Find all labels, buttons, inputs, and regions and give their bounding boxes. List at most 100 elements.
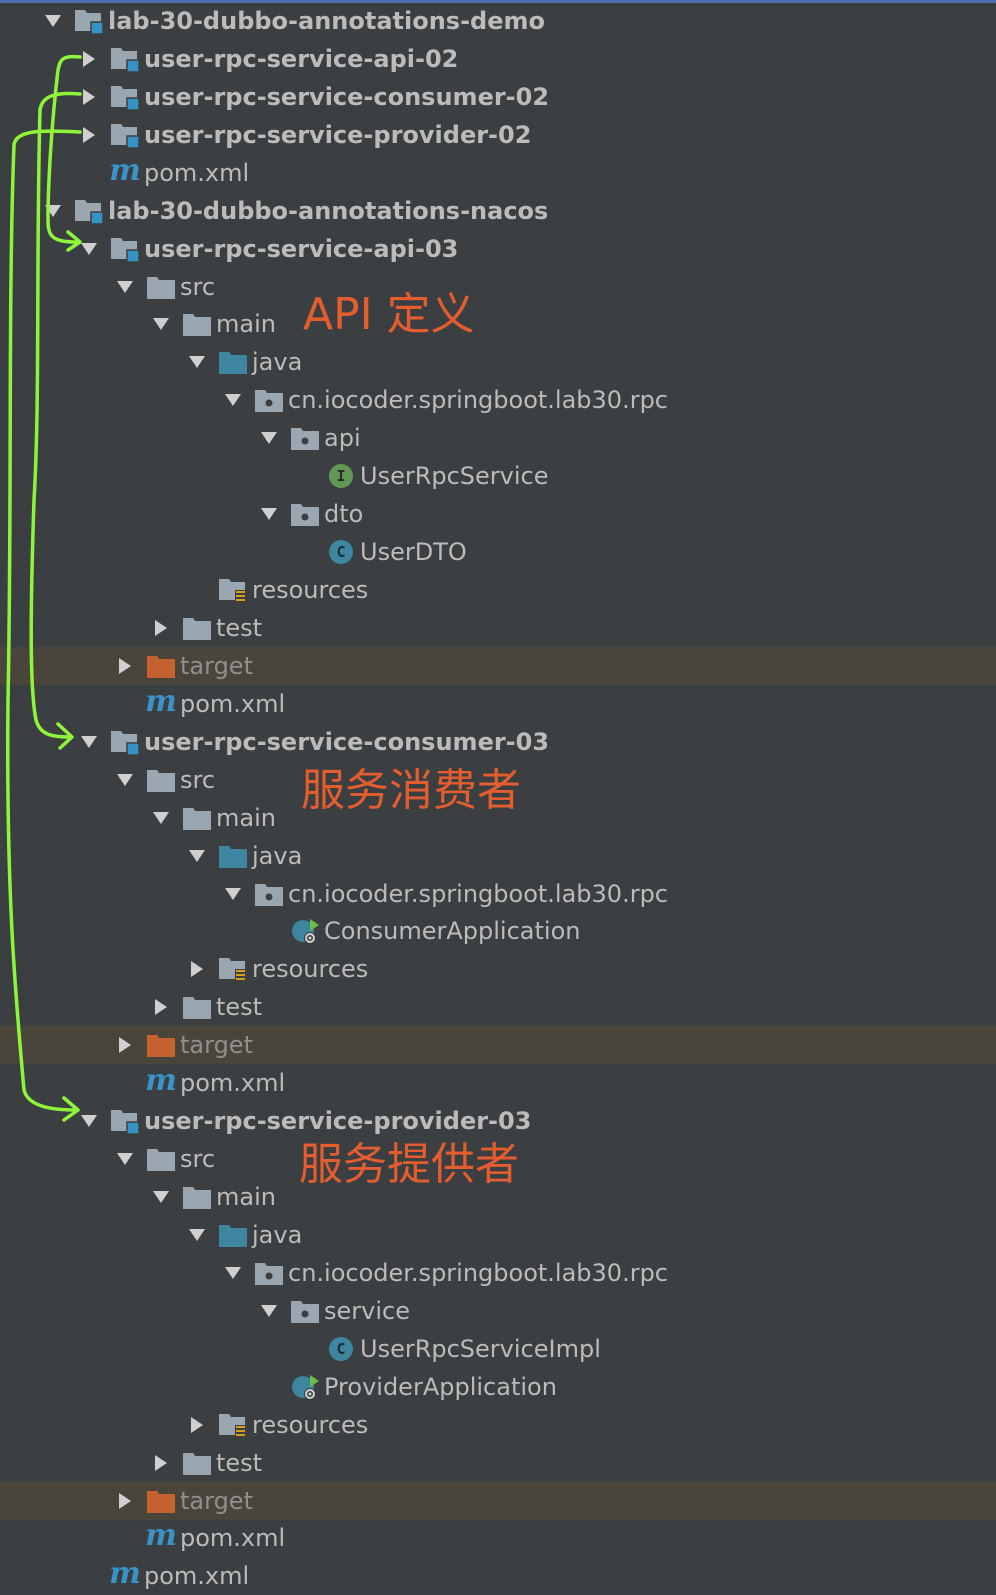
tree-row[interactable]: src — [0, 761, 996, 799]
tree-row[interactable]: java — [0, 1216, 996, 1254]
tree-row-label: test — [216, 993, 263, 1022]
annotation-service-provider: 服务提供者 — [299, 1139, 519, 1190]
tree-row[interactable]: test — [0, 609, 996, 647]
annotation-service-consumer: 服务消费者 — [301, 765, 521, 816]
tree-row[interactable]: resources — [0, 1406, 996, 1444]
tree-row[interactable]: main — [0, 799, 996, 837]
tree-row-label: main — [216, 310, 276, 339]
collapse-arrow-icon[interactable] — [76, 84, 102, 110]
tree-row-label: pom.xml — [144, 1562, 250, 1591]
folder-icon — [146, 765, 176, 795]
tree-row[interactable]: target — [0, 1026, 996, 1065]
package-icon — [254, 879, 284, 909]
collapse-arrow-icon[interactable] — [76, 122, 102, 148]
tree-row[interactable]: src — [0, 1140, 996, 1178]
expand-arrow-icon[interactable] — [184, 1222, 210, 1248]
collapse-arrow-icon[interactable] — [148, 615, 174, 641]
tree-row-label: user-rpc-service-provider-03 — [144, 1107, 532, 1136]
tree-row[interactable]: ProviderApplication — [0, 1368, 996, 1406]
expand-arrow-icon[interactable] — [112, 767, 138, 793]
expand-arrow-icon[interactable] — [76, 1108, 102, 1134]
expand-arrow-icon[interactable] — [148, 311, 174, 337]
expand-arrow-icon[interactable] — [112, 1146, 138, 1172]
expand-arrow-icon[interactable] — [76, 729, 102, 755]
expand-arrow-icon[interactable] — [112, 274, 138, 300]
tree-row[interactable]: user-rpc-service-api-02 — [0, 40, 996, 78]
collapse-arrow-icon[interactable] — [112, 653, 138, 679]
tree-row-label: cn.iocoder.springboot.lab30.rpc — [288, 879, 668, 908]
tree-row[interactable]: main — [0, 306, 996, 344]
module-folder-icon — [110, 727, 140, 757]
collapse-arrow-icon[interactable] — [184, 956, 210, 982]
collapse-arrow-icon[interactable] — [112, 1488, 138, 1514]
tree-row[interactable]: main — [0, 1178, 996, 1216]
maven-icon: m — [145, 683, 177, 719]
tree-row[interactable]: cn.iocoder.springboot.lab30.rpc — [0, 875, 996, 913]
tree-row-label: main — [216, 1183, 276, 1212]
tree-row-label: user-rpc-service-api-03 — [144, 234, 459, 263]
tree-row[interactable]: api — [0, 419, 996, 457]
tree-row[interactable]: target — [0, 646, 996, 685]
expand-arrow-icon[interactable] — [76, 236, 102, 262]
tree-row[interactable]: user-rpc-service-api-03 — [0, 230, 996, 268]
expand-arrow-icon[interactable] — [40, 8, 66, 34]
expand-arrow-icon[interactable] — [220, 1260, 246, 1286]
tree-row[interactable]: test — [0, 988, 996, 1026]
module-folder-icon — [110, 82, 140, 112]
tree-row[interactable]: user-rpc-service-provider-02 — [0, 116, 996, 154]
resources-folder-icon — [218, 575, 248, 605]
tree-row[interactable]: ConsumerApplication — [0, 913, 996, 951]
tree-row[interactable]: cn.iocoder.springboot.lab30.rpc — [0, 381, 996, 419]
spring-boot-app-icon — [290, 916, 320, 946]
expand-arrow-icon[interactable] — [184, 349, 210, 375]
expand-arrow-icon[interactable] — [184, 843, 210, 869]
collapse-arrow-icon[interactable] — [148, 1450, 174, 1476]
tree-row[interactable]: target — [0, 1481, 996, 1520]
expand-arrow-icon[interactable] — [256, 425, 282, 451]
tree-row[interactable]: lab-30-dubbo-annotations-demo — [0, 2, 996, 40]
collapse-arrow-icon[interactable] — [148, 994, 174, 1020]
expand-arrow-icon[interactable] — [40, 198, 66, 224]
expand-arrow-icon[interactable] — [148, 1184, 174, 1210]
collapse-arrow-icon[interactable] — [112, 1032, 138, 1058]
collapse-arrow-icon[interactable] — [184, 1412, 210, 1438]
folder-icon — [146, 272, 176, 302]
tree-row-label: resources — [252, 955, 369, 984]
tree-row[interactable]: resources — [0, 571, 996, 609]
tree-row[interactable]: java — [0, 343, 996, 381]
excluded-folder-icon — [146, 1030, 176, 1060]
tree-row[interactable]: user-rpc-service-provider-03 — [0, 1102, 996, 1140]
tree-row[interactable]: user-rpc-service-consumer-02 — [0, 78, 996, 116]
tree-row[interactable]: resources — [0, 950, 996, 988]
tree-row[interactable]: user-rpc-service-consumer-03 — [0, 723, 996, 761]
expand-arrow-icon[interactable] — [256, 1298, 282, 1324]
class-icon: C — [326, 1334, 356, 1364]
tree-row-label: cn.iocoder.springboot.lab30.rpc — [288, 1258, 668, 1287]
tree-row[interactable]: cn.iocoder.springboot.lab30.rpc — [0, 1254, 996, 1292]
collapse-arrow-icon[interactable] — [76, 46, 102, 72]
tree-row[interactable]: dto — [0, 495, 996, 533]
tree-row[interactable]: src — [0, 268, 996, 306]
expand-arrow-icon[interactable] — [220, 387, 246, 413]
folder-icon — [146, 1144, 176, 1174]
tree-row[interactable]: service — [0, 1292, 996, 1330]
source-folder-icon — [218, 1220, 248, 1250]
package-icon — [290, 1296, 320, 1326]
tree-row-label: service — [324, 1296, 410, 1325]
tree-row[interactable]: java — [0, 837, 996, 875]
expand-arrow-icon[interactable] — [148, 805, 174, 831]
expand-arrow-icon[interactable] — [256, 501, 282, 527]
folder-icon — [182, 1448, 212, 1478]
tree-row[interactable]: lab-30-dubbo-annotations-nacos — [0, 192, 996, 230]
tree-row[interactable]: test — [0, 1444, 996, 1482]
expand-arrow-icon[interactable] — [220, 881, 246, 907]
